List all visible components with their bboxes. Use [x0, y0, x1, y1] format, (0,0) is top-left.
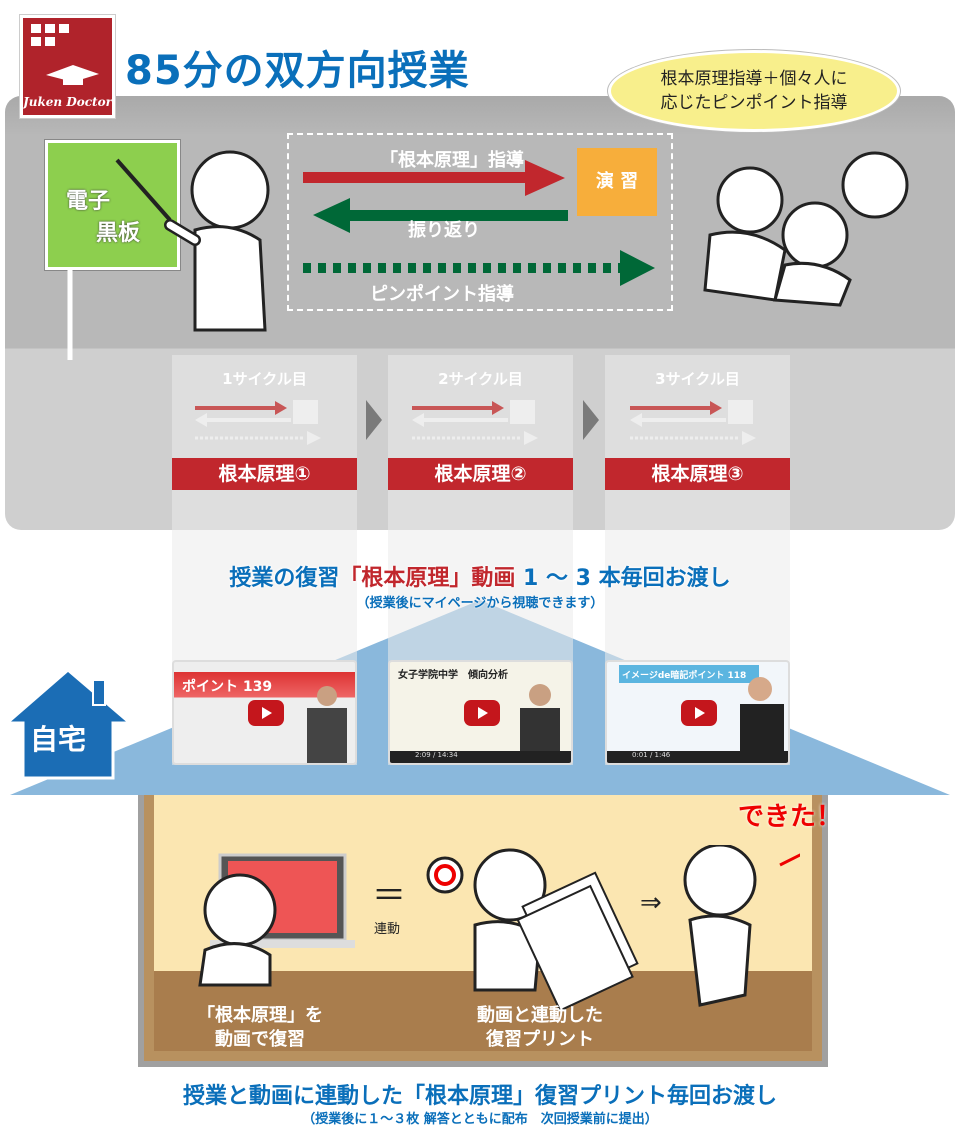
back-arrow — [343, 210, 568, 221]
practice-box: 演 習 — [577, 148, 657, 216]
cycle-label-2: 2サイクル目 — [438, 370, 523, 388]
video-caption-1: ポイント 139 — [182, 679, 273, 695]
cycle-label-1: 1サイクル目 — [222, 370, 307, 388]
video-caption-2: 女子学院中学 傾向分析 — [398, 670, 508, 681]
video-notice-sub: （授業後にマイページから視聴できます） — [356, 596, 604, 611]
presenter-image — [520, 684, 560, 760]
play-button[interactable] — [464, 700, 500, 726]
cycle-label-3: 3サイクル目 — [655, 370, 740, 388]
home-icon — [5, 668, 132, 780]
arrow-symbol: ⇒ — [640, 888, 662, 918]
done-label: できた！ — [738, 802, 843, 832]
equals-sign: ＝ — [372, 876, 406, 916]
linked-label: 連動 — [374, 922, 401, 937]
caption-line: 復習プリント — [486, 1029, 594, 1050]
flow-arrows — [303, 160, 655, 286]
video-thumbnail-1[interactable]: ポイント 139 — [172, 660, 357, 765]
caption-print: 動画と連動した復習プリント — [440, 1004, 640, 1052]
page-title: 85分の双方向授業 — [125, 48, 470, 94]
print-notice-sub: （授業後に１～３枚 解答とともに配布 次回授業前に提出） — [302, 1112, 658, 1127]
video-thumbnail-3[interactable]: イメージde暗記ポイント 118 0:01 / 1:46 — [605, 660, 790, 765]
cycle-mini-arrows-1 — [195, 400, 321, 445]
bubble-line-1: 根本原理指導＋個々人に — [660, 69, 848, 89]
bubble-line-2: 応じたピンポイント指導 — [660, 93, 848, 113]
play-button[interactable] — [248, 700, 284, 726]
video-notice: 授業の復習「根本原理」動画 1 ～ 3 本毎回お渡し — [0, 560, 960, 592]
video-thumbnail-2[interactable]: 女子学院中学 傾向分析 2:09 / 14:34 — [388, 660, 573, 765]
chevron-right-icon — [366, 400, 382, 440]
chevron-right-icon — [583, 400, 599, 440]
forward-arrow — [303, 172, 533, 183]
speech-bubble: 根本原理指導＋個々人に 応じたピンポイント指導 — [608, 50, 900, 132]
play-button[interactable] — [681, 700, 717, 726]
graduation-cap-icon — [46, 65, 99, 85]
lesson-flow-box — [287, 133, 673, 311]
back-label: 振り返り — [408, 220, 480, 241]
caption-video-review: 「根本原理」を動画で復習 — [170, 1004, 350, 1052]
presenter-image — [307, 686, 347, 763]
cycle-mini-arrows-2 — [412, 400, 538, 445]
caption-line: 動画と連動した — [477, 1005, 603, 1026]
cycle-band-2: 根本原理② — [388, 458, 573, 490]
video-caption-3: イメージde暗記ポイント 118 — [619, 665, 759, 683]
logo-text: Juken Doctor — [23, 95, 112, 109]
cycle-band-1: 根本原理① — [172, 458, 357, 490]
video-time-3: 0:01 / 1:46 — [607, 751, 788, 763]
teacher-figure — [67, 150, 270, 360]
cycle-mini-arrows-3 — [630, 400, 756, 445]
video-time-2: 2:09 / 14:34 — [390, 751, 571, 763]
caption-line: 動画で復習 — [215, 1029, 305, 1050]
print-notice: 授業と動画に連動した「根本原理」復習プリント毎回お渡し — [182, 1084, 777, 1109]
board-line-1: 電子 — [66, 189, 111, 214]
magnifier-icon — [426, 856, 464, 894]
caption-line: 「根本原理」を — [197, 1005, 323, 1026]
pinpoint-label: ピンポイント指導 — [370, 284, 514, 305]
forward-label: 「根本原理」指導 — [380, 150, 524, 171]
video-notice-pre: 授業の復習 — [229, 566, 340, 591]
cycle-band-3: 根本原理③ — [605, 458, 790, 490]
video-notice-post: 1 ～ 3 本毎回お渡し — [515, 566, 731, 591]
students-figure — [703, 151, 909, 307]
board-line-2: 黒板 — [96, 221, 141, 246]
home-study-figures — [198, 845, 800, 1012]
video-notice-mid: 「根本原理」動画 — [339, 566, 516, 591]
print-sheets — [516, 871, 639, 1012]
juken-doctor-logo: Juken Doctor — [20, 15, 115, 118]
home-label: 自宅 — [30, 723, 87, 756]
